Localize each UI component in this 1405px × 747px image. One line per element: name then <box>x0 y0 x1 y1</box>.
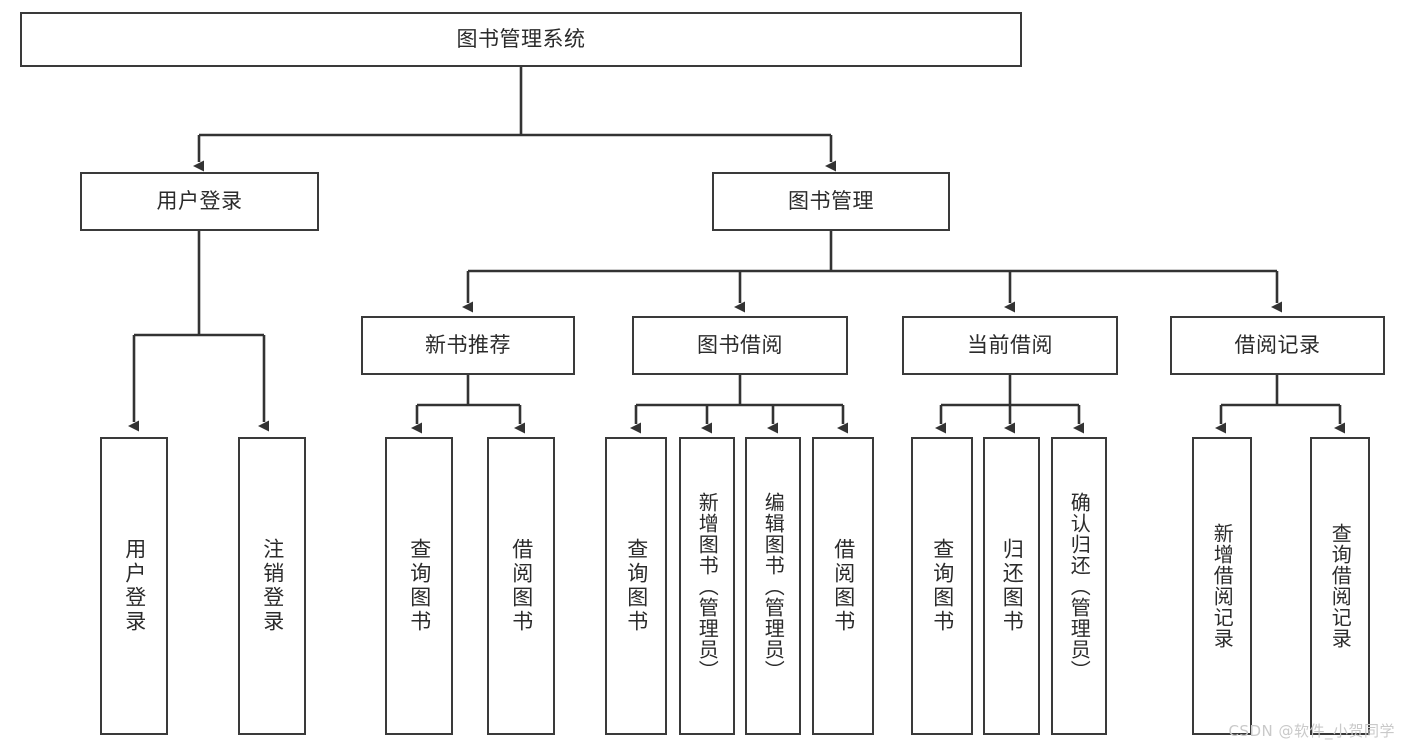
leaf-borrow-book-borrow[interactable]: 借阅图书 <box>812 437 874 735</box>
leaf-add-borrow-record[interactable]: 新增借阅记录 <box>1192 437 1252 735</box>
node-new-book-recommend-label: 新书推荐 <box>425 333 511 358</box>
node-borrow-record[interactable]: 借阅记录 <box>1170 316 1385 375</box>
leaf-return-book-label: 归还图书 <box>1000 538 1025 634</box>
leaf-query-book-borrow-label: 查询图书 <box>624 538 649 634</box>
node-root-label: 图书管理系统 <box>456 27 586 52</box>
leaf-query-book-current[interactable]: 查询图书 <box>911 437 973 735</box>
leaf-confirm-return-admin[interactable]: 确认归还（管理员） <box>1051 437 1107 735</box>
leaf-query-book-current-label: 查询图书 <box>930 538 955 634</box>
node-user-login-label: 用户登录 <box>156 189 243 214</box>
leaf-edit-book-admin-label: 编辑图书（管理员） <box>761 491 786 681</box>
node-current-borrow[interactable]: 当前借阅 <box>902 316 1118 375</box>
leaf-add-book-admin-label: 新增图书（管理员） <box>695 491 720 681</box>
leaf-borrow-book-newbook[interactable]: 借阅图书 <box>487 437 555 735</box>
node-book-management[interactable]: 图书管理 <box>712 172 950 231</box>
leaf-confirm-return-admin-label: 确认归还（管理员） <box>1067 491 1092 681</box>
node-book-borrow-label: 图书借阅 <box>697 333 783 358</box>
leaf-query-borrow-record-label: 查询借阅记录 <box>1328 523 1353 649</box>
leaf-logout-label: 注销登录 <box>260 538 285 634</box>
leaf-add-book-admin[interactable]: 新增图书（管理员） <box>679 437 735 735</box>
leaf-query-book-newbook-label: 查询图书 <box>407 538 432 634</box>
leaf-return-book[interactable]: 归还图书 <box>983 437 1040 735</box>
leaf-query-borrow-record[interactable]: 查询借阅记录 <box>1310 437 1370 735</box>
node-new-book-recommend[interactable]: 新书推荐 <box>361 316 575 375</box>
leaf-add-borrow-record-label: 新增借阅记录 <box>1210 523 1235 649</box>
node-book-borrow[interactable]: 图书借阅 <box>632 316 848 375</box>
leaf-user-login-label: 用户登录 <box>122 538 147 634</box>
node-book-management-label: 图书管理 <box>788 189 874 214</box>
leaf-borrow-book-borrow-label: 借阅图书 <box>831 538 856 634</box>
node-borrow-record-label: 借阅记录 <box>1234 333 1321 358</box>
leaf-query-book-newbook[interactable]: 查询图书 <box>385 437 453 735</box>
leaf-user-login[interactable]: 用户登录 <box>100 437 168 735</box>
csdn-watermark: CSDN @软件_小贺同学 <box>1228 722 1395 740</box>
node-user-login[interactable]: 用户登录 <box>80 172 319 231</box>
node-current-borrow-label: 当前借阅 <box>967 333 1053 358</box>
leaf-edit-book-admin[interactable]: 编辑图书（管理员） <box>745 437 801 735</box>
leaf-logout[interactable]: 注销登录 <box>238 437 306 735</box>
leaf-query-book-borrow[interactable]: 查询图书 <box>605 437 667 735</box>
node-root[interactable]: 图书管理系统 <box>20 12 1022 67</box>
leaf-borrow-book-newbook-label: 借阅图书 <box>509 538 534 634</box>
